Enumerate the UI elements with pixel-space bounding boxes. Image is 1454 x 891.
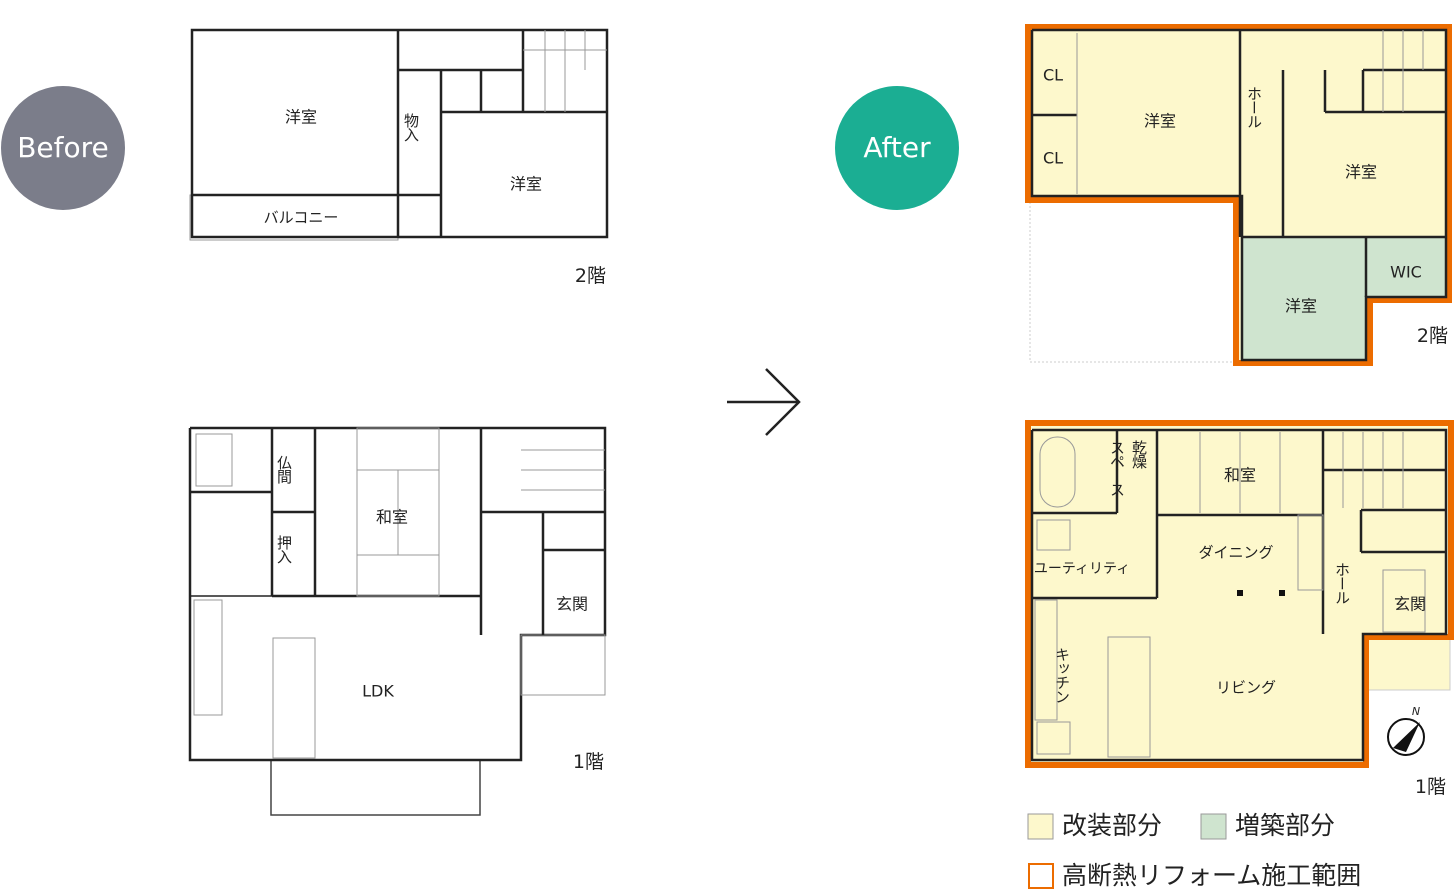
floor-label: 1階: [1415, 776, 1446, 798]
after-badge: After: [835, 86, 959, 210]
legend: 改装部分 増築部分 高断熱リフォーム施工範囲: [1027, 811, 1361, 890]
legend-swatch-renovated: [1027, 813, 1054, 840]
room-label: 洋室: [1285, 297, 1317, 316]
room-label: 仏間: [275, 455, 293, 485]
room-label: ユーティリティ: [1034, 561, 1130, 577]
room-label: 洋室: [285, 108, 317, 127]
room-label: CL: [1043, 149, 1063, 168]
room-label: 乾燥: [1130, 440, 1148, 469]
room-label: 洋室: [1345, 163, 1377, 182]
compass-icon: N: [1387, 705, 1425, 756]
legend-swatch-extension: [1200, 813, 1227, 840]
floor-label: 2階: [575, 265, 606, 287]
legend-label-extension: 増築部分: [1235, 811, 1335, 840]
room-label: 玄関: [556, 595, 588, 614]
legend-swatch-insulation: [1028, 863, 1054, 889]
arrow-right-icon: [727, 368, 801, 436]
room-label: 和室: [1224, 466, 1256, 485]
room-label: リビング: [1216, 679, 1276, 697]
room-label: ホール: [1333, 562, 1351, 604]
room-label: スペース: [1108, 440, 1126, 496]
room-label: キッチン: [1053, 647, 1071, 703]
room-label: バルコニー: [264, 209, 339, 227]
room-label: 押入: [275, 535, 293, 564]
after-floor1-plan: 乾燥 スペース 和室 ダイニング ユーティリティ ホール 玄関 キッチン リビン…: [1025, 420, 1454, 798]
after-floor2-plan: CL CL 洋室 ホール 洋室 洋室 WIC 2階: [1025, 24, 1452, 366]
room-label: 洋室: [1144, 112, 1176, 131]
room-label: ダイニング: [1198, 544, 1273, 562]
room-label: 和室: [376, 508, 408, 527]
room-label: LDK: [362, 682, 394, 701]
legend-label-insulation: 高断熱リフォーム施工範囲: [1062, 861, 1361, 890]
room-label: CL: [1043, 66, 1063, 85]
room-label: WIC: [1390, 263, 1422, 282]
room-label: ホール: [1245, 86, 1263, 128]
room-label: 物入: [402, 113, 420, 142]
before-badge-label: Before: [17, 131, 109, 164]
after-badge-label: After: [863, 131, 931, 164]
before-floor2-plan: 洋室 物入 洋室 バルコニー 2階: [189, 28, 609, 287]
before-badge: Before: [1, 86, 125, 210]
legend-label-renovated: 改装部分: [1062, 811, 1162, 840]
compass-north-label: N: [1412, 705, 1420, 718]
floor-label: 2階: [1417, 325, 1448, 347]
room-label: 玄関: [1394, 595, 1426, 614]
room-label: 洋室: [510, 175, 542, 194]
before-floor1-plan: 仏間 押入 和室 玄関 LDK 1階: [188, 426, 607, 816]
floor-label: 1階: [573, 751, 604, 773]
